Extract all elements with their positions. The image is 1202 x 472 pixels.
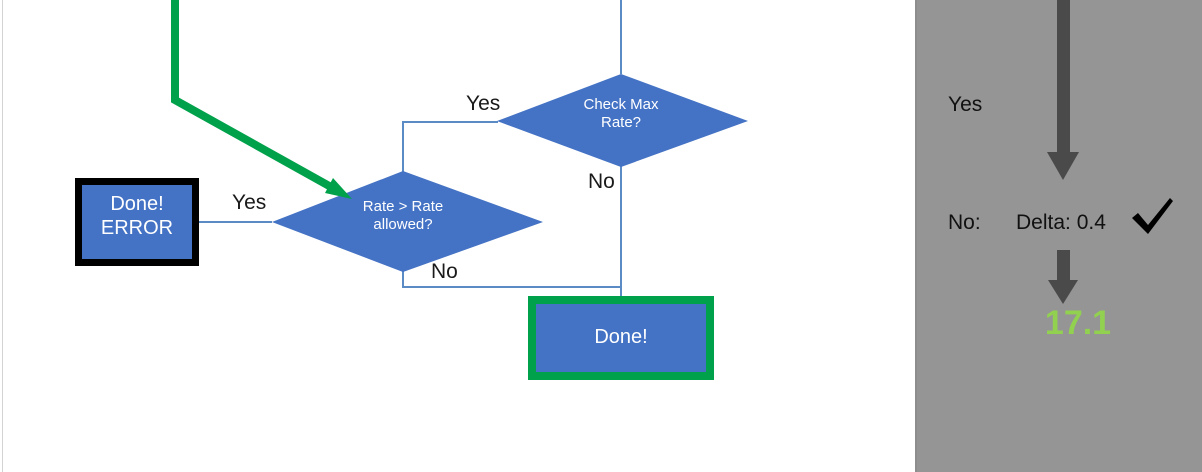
check-mark-icon [1132, 198, 1173, 234]
decision-check-max-rate[interactable] [497, 74, 748, 167]
panel-no-label: No: [948, 211, 981, 234]
panel-arrow-top [1047, 0, 1079, 180]
highlight-path-green [171, 0, 342, 196]
edge-label-maxrate-yes: Yes [466, 92, 501, 115]
panel-arrow-middle [1048, 250, 1078, 304]
panel-delta-value: Delta: 0.4 [1016, 211, 1106, 234]
edge-label-rate-no: No [431, 260, 458, 283]
decision-rate-greater-than-allowed[interactable] [272, 171, 543, 272]
flowchart-canvas: Done! ERROR Done! Rate > Rate allowed? C… [75, 0, 748, 380]
panel-yes-label: Yes [948, 93, 983, 116]
flowchart-shapes-layer [171, 0, 748, 296]
connector-rate-no-to-done [402, 268, 621, 288]
panel-result-value: 17.1 [1044, 304, 1112, 342]
highlight-arrowhead-green [325, 178, 352, 199]
node-done-ok[interactable] [528, 296, 714, 380]
edge-label-maxrate-no: No [588, 170, 615, 193]
connector-maxrate-yes-to-rate [402, 121, 498, 172]
left-edge-rule [2, 0, 3, 472]
node-done-error[interactable] [75, 178, 199, 266]
panel-left-border [915, 0, 917, 472]
edge-label-error-yes: Yes [232, 191, 267, 214]
